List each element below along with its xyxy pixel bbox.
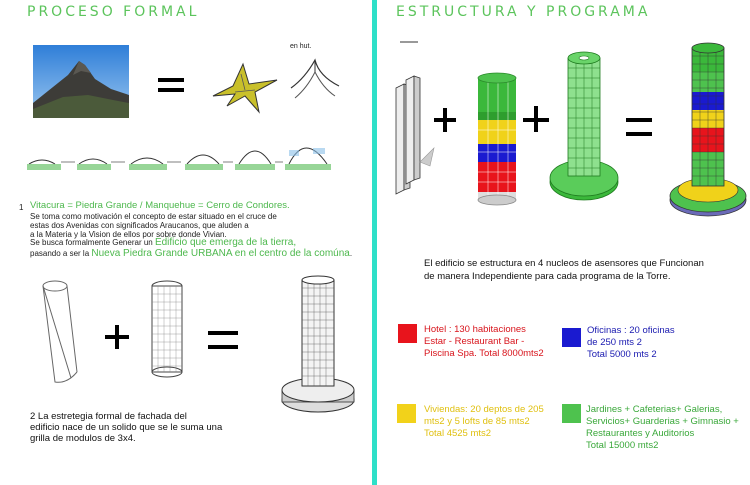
legend-viviendas-line2: mts2 y 5 lofts de 85 mts2: [424, 416, 530, 427]
plus-sign-3-v: [534, 106, 538, 132]
equals-sign-2b: [208, 345, 238, 349]
legend-hotel-line2: Estar - Restaurant Bar -: [424, 336, 525, 347]
legend-text-jardines: Jardines + Cafeterias+ Galerias, Servici…: [586, 404, 739, 452]
condor-sketch: [212, 62, 278, 114]
left-panel-title: PROCESO FORMAL: [27, 4, 200, 20]
para1-line5c: .: [349, 249, 353, 258]
legend-swatch-viviendas: [397, 404, 416, 423]
para1-line5a: pasando a ser la: [30, 249, 92, 258]
structure-description-line2: de manera Independiente para cada progra…: [424, 271, 671, 282]
wireframe-tower-drawing: [281, 275, 355, 413]
legend-swatch-jardines: [562, 404, 581, 423]
grid-cylinder-drawing: [151, 280, 183, 378]
legend-swatch-oficinas: [562, 328, 581, 347]
legend-text-oficinas: Oficinas : 20 oficinas de 250 mts 2 Tota…: [587, 325, 675, 361]
equals-sign-2: [208, 331, 238, 335]
legend-viviendas-line1: Viviendas: 20 deptos de 205: [424, 404, 544, 415]
legend-text-viviendas: Viviendas: 20 deptos de 205 mts2 y 5 lof…: [424, 404, 544, 440]
legend-viviendas-line3: Total 4525 mts2: [424, 428, 492, 439]
elevator-cores-drawing: [395, 41, 435, 195]
plus-sign-2-v: [443, 108, 447, 132]
para1-line5: pasando a ser la Nueva Piedra Grande URB…: [30, 249, 352, 259]
legend-oficinas-line3: Total 5000 mts 2: [587, 349, 657, 360]
para2-line1: 2 La estretegia formal de fachada del: [30, 411, 187, 422]
para1-line1: Se toma como motivación el concepto de e…: [30, 212, 277, 221]
legend-swatch-hotel: [398, 324, 417, 343]
para1-line3: a la Materia y la Vision de ellos por so…: [30, 230, 227, 239]
para2-line2: edificio nace de un solido que se le sum…: [30, 422, 223, 433]
program-cylinder-drawing: [477, 72, 517, 206]
legend-oficinas-line2: de 250 mts 2: [587, 337, 642, 348]
legend-jardines-line1: Jardines + Cafeterias+ Galerias,: [586, 404, 723, 415]
para1-line4a: Se busca formalmente Generar un: [30, 238, 155, 247]
green-structure-tower-drawing: [549, 51, 619, 201]
para1-line4: Se busca formalmente Generar un Edificio…: [30, 238, 296, 248]
para1-number: 1: [19, 203, 24, 212]
legend-jardines-line2: Servicios+ Guarderias + Gimnasio +: [586, 416, 739, 427]
solid-cylinder-drawing: [42, 280, 78, 383]
line-sketch: [290, 58, 340, 99]
mountain-photo: [33, 45, 129, 118]
legend-jardines-line3: Restaurantes y Auditorios: [586, 428, 695, 439]
plus-sign-1-v: [115, 325, 119, 349]
hill-sequence-sketch: [27, 147, 331, 170]
equals-sign-1b: [158, 88, 184, 92]
legend-oficinas-line1: Oficinas : 20 oficinas: [587, 325, 675, 336]
para1-line4b: Edificio que emerga de la tierra,: [154, 237, 297, 248]
panel-divider: [372, 0, 377, 485]
final-colored-tower-drawing: [669, 42, 747, 217]
legend-hotel-line1: Hotel : 130 habitaciones: [424, 324, 526, 335]
equals-sign-1: [158, 78, 184, 82]
para1-line5b: Nueva Piedra Grande URBANA en el centro …: [91, 248, 350, 259]
structure-description-line1: El edificio se estructura en 4 nucleos d…: [424, 258, 704, 269]
equals-sign-3: [626, 118, 652, 122]
para1-line2: estas dos Avenidas con significados Arau…: [30, 221, 249, 230]
para1-heading: Vitacura = Piedra Grande / Manquehue = C…: [30, 200, 290, 211]
legend-jardines-line4: Total 15000 mts2: [586, 440, 659, 451]
legend-hotel-line3: Piscina Spa. Total 8000mts2: [424, 348, 544, 359]
sketch-note: en hut.: [290, 43, 312, 50]
right-panel-title: ESTRUCTURA Y PROGRAMA: [396, 4, 651, 20]
legend-text-hotel: Hotel : 130 habitaciones Estar - Restaur…: [424, 324, 544, 360]
equals-sign-3b: [626, 132, 652, 136]
para2-line3: grilla de modulos de 3x4.: [30, 433, 136, 444]
